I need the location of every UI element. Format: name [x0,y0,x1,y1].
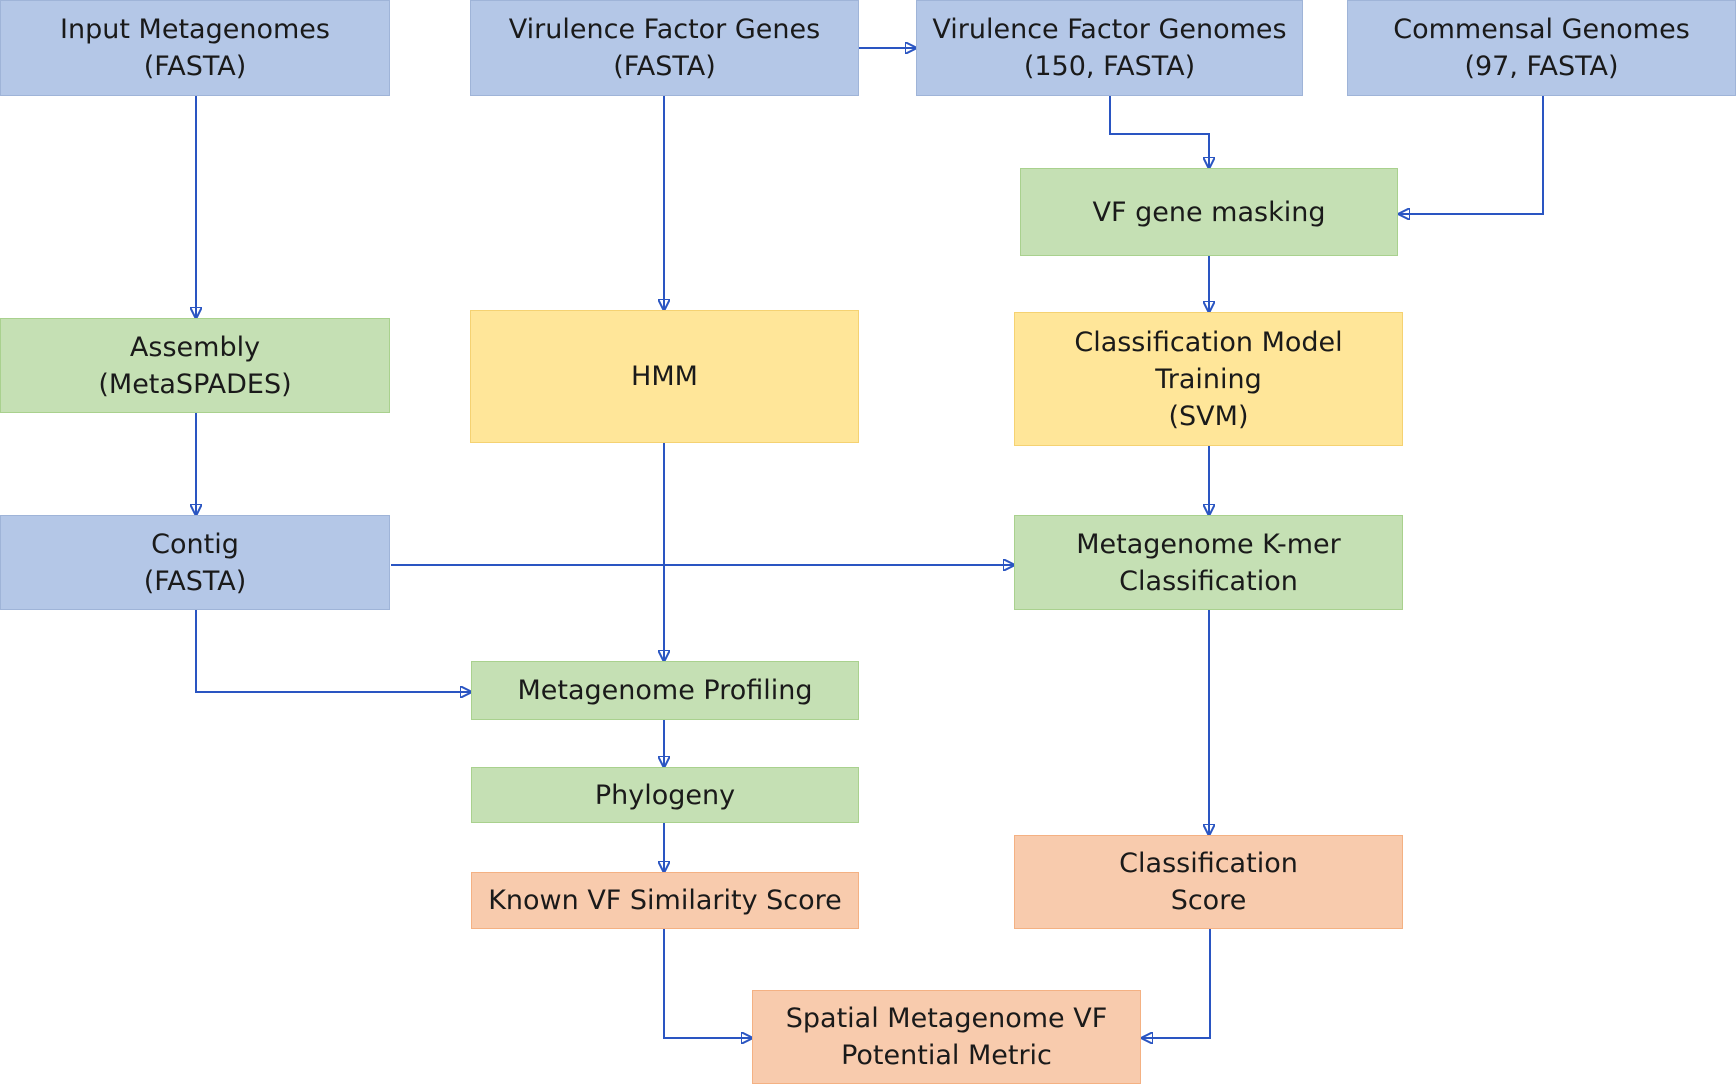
node-label-line: Score [1170,885,1247,916]
node-phylogeny: Phylogeny [471,767,859,823]
node-label-line: Metagenome Profiling [517,675,813,706]
node-label-line: (SVM) [1168,400,1249,432]
edge-classification-score-to-spatial [1142,929,1211,1038]
node-label-line: Virulence Factor Genes [508,14,821,45]
node-label-line: Assembly [129,331,261,363]
edge-vf-genomes-to-masking [1109,96,1209,168]
node-label-line: Metagenome K-mer [1076,528,1341,560]
node-label-line: Potential Metric [841,1040,1052,1071]
node-label-line: (MetaSPADES) [98,368,292,400]
node-vf-genomes: Virulence Factor Genomes (150, FASTA) [916,0,1303,96]
node-label-line: Contig [151,528,239,560]
node-commensal-genomes: Commensal Genomes (97, FASTA) [1347,0,1736,96]
node-label-line: (150, FASTA) [1023,51,1196,82]
node-label-line: HMM [631,361,698,392]
edge-commensal-to-masking [1399,96,1544,214]
node-label-line: Classification Model [1074,326,1343,358]
node-label-line: Phylogeny [594,779,736,811]
node-known-vf-similarity: Known VF Similarity Score [471,872,859,929]
node-label-line: Classification [1119,848,1298,879]
node-label-line: (FASTA) [613,51,716,82]
node-label-line: Input Metagenomes [60,14,330,45]
node-spatial-metric: Spatial Metagenome VF Potential Metric [752,990,1141,1084]
node-label-line: VF gene masking [1092,196,1326,228]
node-assembly: Assembly (MetaSPADES) [0,318,390,413]
edge-contig-to-profiling [195,610,471,692]
node-input-metagenomes: Input Metagenomes (FASTA) [0,0,390,96]
node-label-line: Commensal Genomes [1393,14,1690,45]
node-label-line: Training [1155,363,1262,395]
node-vf-genes: Virulence Factor Genes (FASTA) [470,0,859,96]
node-label-line: Spatial Metagenome VF [785,1003,1108,1034]
node-label-line: Classification [1119,565,1298,597]
node-label-line: (FASTA) [143,51,247,82]
node-metagenome-profiling: Metagenome Profiling [471,661,859,720]
node-contig: Contig (FASTA) [0,515,390,610]
node-label-line: Known VF Similarity Score [488,885,842,916]
node-label-line: (FASTA) [143,565,247,597]
node-hmm: HMM [470,310,859,443]
node-label-line: (97, FASTA) [1464,51,1619,82]
node-vf-gene-masking: VF gene masking [1020,168,1398,256]
node-label-line: Virulence Factor Genomes [932,14,1287,45]
edge-known-vf-to-spatial [663,929,752,1038]
